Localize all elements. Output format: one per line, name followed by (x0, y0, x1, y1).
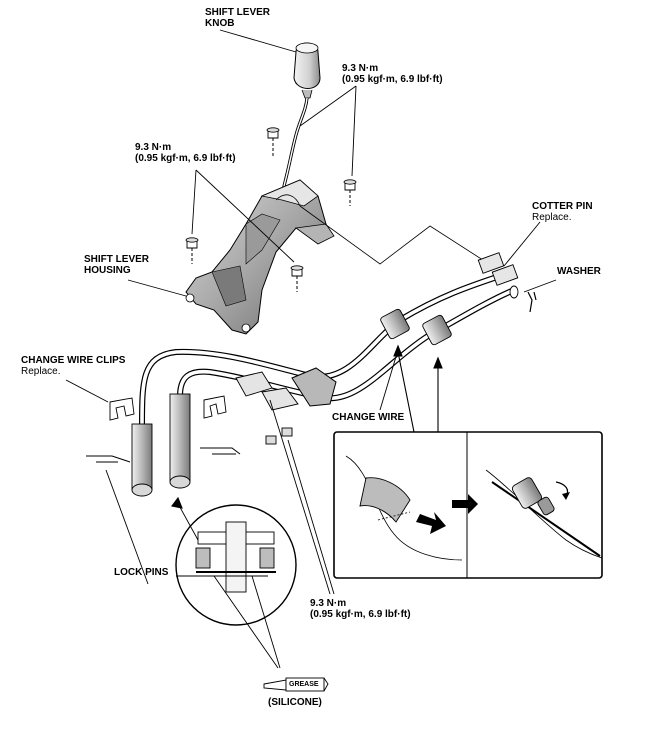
change-wire-inset (333, 431, 603, 579)
label-line: SHIFT LEVER (205, 7, 271, 18)
cable-bushing (380, 308, 452, 346)
torque-spec-top-right: 9.3 N·m (0.95 kgf·m, 6.9 lbf·ft) (342, 63, 443, 85)
label-line: COTTER PIN (532, 201, 593, 212)
shift-lever-housing-label: SHIFT LEVER HOUSING (84, 254, 149, 276)
grease-tube-text: GREASE (289, 681, 319, 688)
shift-lever-knob-label: SHIFT LEVER KNOB (205, 7, 270, 29)
replace-note: Replace. (21, 366, 61, 377)
cotter-pin (527, 291, 537, 313)
change-wire-label: CHANGE WIRE (332, 412, 405, 423)
label-line: CHANGE WIRE CLIPS (21, 355, 126, 366)
housing-bolt (290, 265, 304, 292)
cable-grommet (291, 367, 337, 407)
torque-conversion: (0.95 kgf·m, 6.9 lbf·ft) (310, 609, 411, 620)
lock-pins-label: LOCK PINS (114, 567, 169, 578)
label-line: KNOB (205, 18, 235, 29)
housing-bolt (266, 127, 280, 158)
washer-label: WASHER (557, 266, 601, 277)
torque-spec-left: 9.3 N·m (0.95 kgf·m, 6.9 lbf·ft) (135, 142, 236, 164)
silicone-label: (SILICONE) (268, 697, 322, 708)
torque-value: 9.3 N·m (342, 63, 379, 74)
torque-spec-bottom: 9.3 N·m (0.95 kgf·m, 6.9 lbf·ft) (310, 598, 411, 620)
housing-bolt (185, 237, 199, 264)
cable-nut (265, 427, 293, 445)
cotter-pin-label: COTTER PIN Replace. (532, 201, 593, 223)
replace-note: Replace. (532, 212, 572, 223)
torque-value: 9.3 N·m (310, 598, 347, 609)
torque-conversion: (0.95 kgf·m, 6.9 lbf·ft) (342, 74, 443, 85)
shift-lever-housing (185, 179, 335, 335)
leader-lines (65, 29, 557, 669)
label-line: SHIFT LEVER (84, 254, 150, 265)
washer (509, 285, 519, 299)
cable-bracket (235, 371, 299, 411)
label-line: HOUSING (84, 265, 131, 276)
housing-bolt (343, 179, 357, 206)
torque-conversion: (0.95 kgf·m, 6.9 lbf·ft) (135, 153, 236, 164)
cable-end-cylinder (131, 393, 191, 497)
grease-tube-icon (263, 677, 329, 692)
change-wire-clip (109, 395, 227, 421)
inset-callout-arrows (171, 344, 443, 509)
lock-pin-detail-circle (175, 504, 297, 626)
lock-pin (86, 447, 241, 463)
torque-value: 9.3 N·m (135, 142, 172, 153)
change-wire-clips-label: CHANGE WIRE CLIPS Replace. (21, 355, 125, 377)
shift-knob (293, 42, 321, 99)
cable-end (477, 252, 519, 286)
